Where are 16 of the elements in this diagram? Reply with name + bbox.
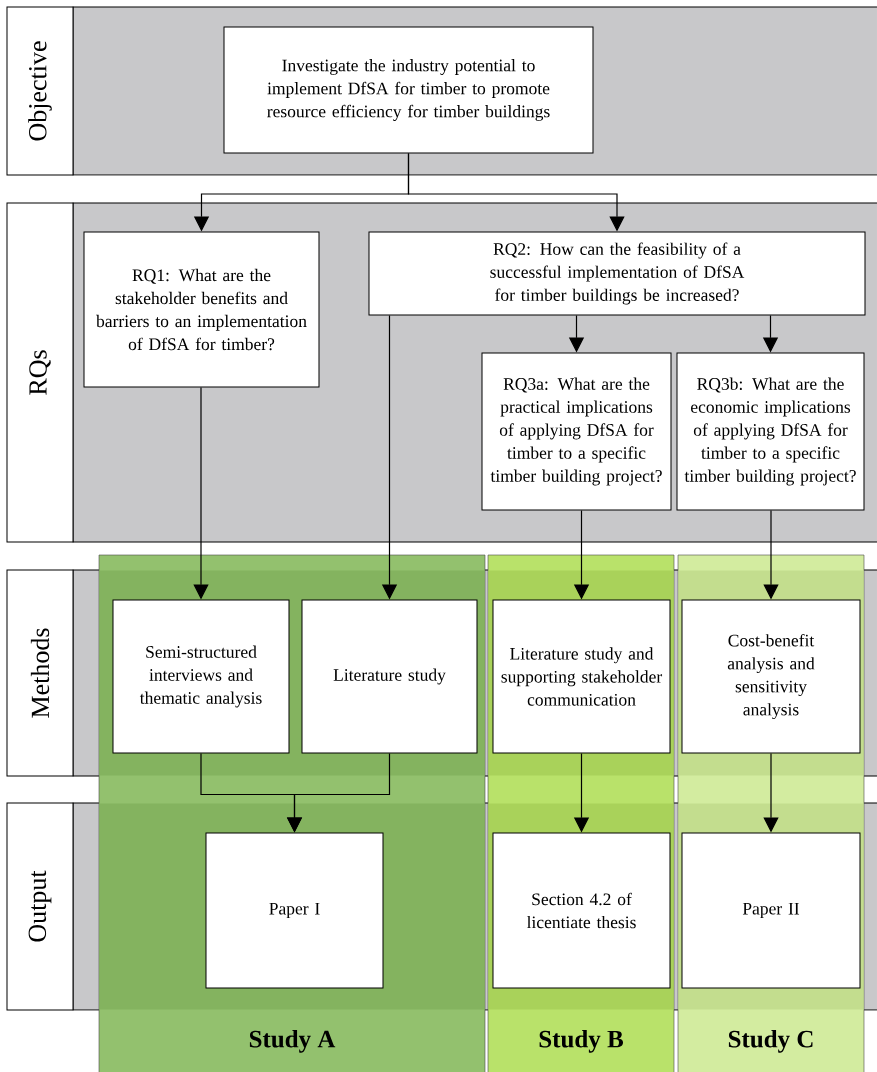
process-box: Paper II [681, 832, 861, 989]
row-label: Output [6, 802, 74, 1011]
process-box: Investigate the industry potential to implement DfSA for timber to promote resource efficiency for timber buildings [223, 26, 594, 154]
process-box: Literature study and supporting stakeholder communication [492, 599, 671, 754]
row-label: RQs [6, 202, 74, 543]
process-box: Semi-structured interviews and thematic analysis [112, 599, 290, 754]
process-box: Section 4.2 of licentiate thesis [492, 832, 671, 989]
row-label: Methods [6, 569, 74, 777]
row-label: Objective [6, 6, 74, 176]
process-box: Paper I [205, 832, 384, 989]
process-box: RQ2: How can the feasibility of a successful implementation of DfSA for timber buildings be increased? [368, 231, 866, 316]
process-box: Cost-benefit analysis and sensitivity analysis [681, 599, 861, 754]
process-box: Literature study [301, 599, 478, 754]
process-box: RQ3a: What are the practical implications of applying DfSA for timber to a specific timber building project? [481, 352, 672, 511]
process-box: RQ3b: What are the economic implications of applying DfSA for timber to a specific timber building project? [676, 352, 865, 511]
process-box: RQ1: What are the stakeholder benefits and barriers to an implementation of DfSA for timber? [83, 231, 320, 388]
